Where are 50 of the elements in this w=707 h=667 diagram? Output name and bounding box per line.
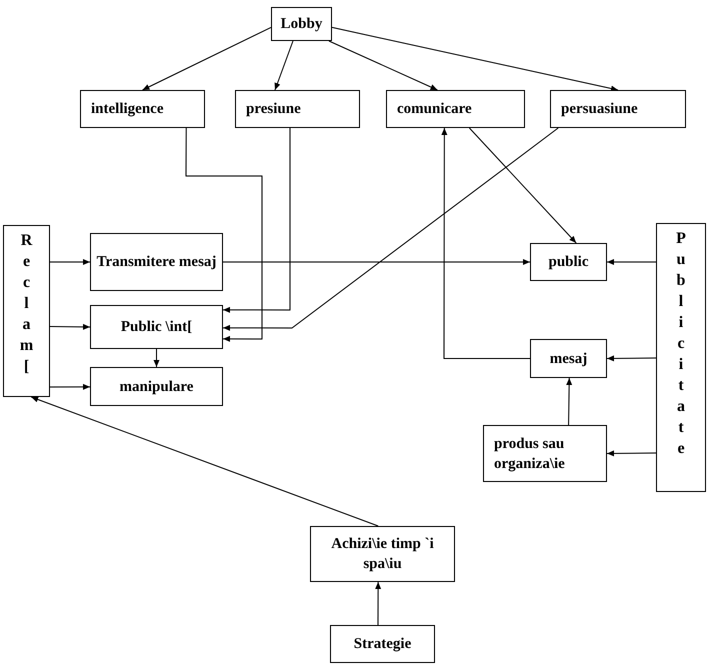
box-label: intelligence xyxy=(91,100,164,119)
box-label: Transmitere mesaj xyxy=(96,253,216,272)
box-label: produs sau organiza\ie xyxy=(494,434,566,474)
box-label: Lobby xyxy=(280,15,322,34)
process-box xyxy=(271,7,332,41)
process-box xyxy=(530,339,607,378)
process-box xyxy=(235,90,360,128)
arrow xyxy=(606,259,656,265)
arrow xyxy=(50,384,90,390)
arrow xyxy=(328,40,438,90)
box-label: Reclam[ xyxy=(18,231,42,377)
arrow xyxy=(50,324,90,330)
process-box xyxy=(90,367,223,406)
box-label: persuasiune xyxy=(561,100,639,119)
process-box xyxy=(330,625,435,663)
arrow xyxy=(606,355,656,362)
arrow xyxy=(142,26,272,90)
arrow xyxy=(274,40,294,90)
box-label: Publicitate xyxy=(675,229,694,459)
arrow xyxy=(50,259,90,265)
box-label: manipulare xyxy=(120,378,194,396)
arrow xyxy=(441,128,530,359)
arrow xyxy=(332,26,618,92)
arrow xyxy=(375,582,382,626)
arrow xyxy=(222,128,290,313)
process-box xyxy=(530,243,607,281)
arrow xyxy=(186,128,262,342)
process-box xyxy=(386,90,525,128)
arrow xyxy=(154,348,160,368)
arrow xyxy=(606,450,656,456)
arrow xyxy=(222,128,559,331)
arrow xyxy=(468,128,577,244)
process-box xyxy=(483,425,607,482)
process-box xyxy=(90,233,223,291)
process-box xyxy=(80,90,205,128)
box-label: public xyxy=(548,253,589,272)
arrow xyxy=(30,396,379,526)
arrow xyxy=(566,378,572,426)
process-box xyxy=(310,526,455,582)
process-box xyxy=(550,90,686,128)
box-label: presiune xyxy=(246,100,302,119)
arrow xyxy=(222,259,530,265)
box-label: mesaj xyxy=(550,350,588,368)
box-label: comunicare xyxy=(397,100,473,119)
process-box xyxy=(90,305,223,349)
vertical-text-box xyxy=(3,225,50,397)
vertical-text-box xyxy=(656,223,706,492)
box-label: Public \int[ xyxy=(120,318,192,337)
box-label: Achizi\ie timp `i spa\iu xyxy=(330,535,435,574)
box-label: Strategie xyxy=(354,635,412,654)
